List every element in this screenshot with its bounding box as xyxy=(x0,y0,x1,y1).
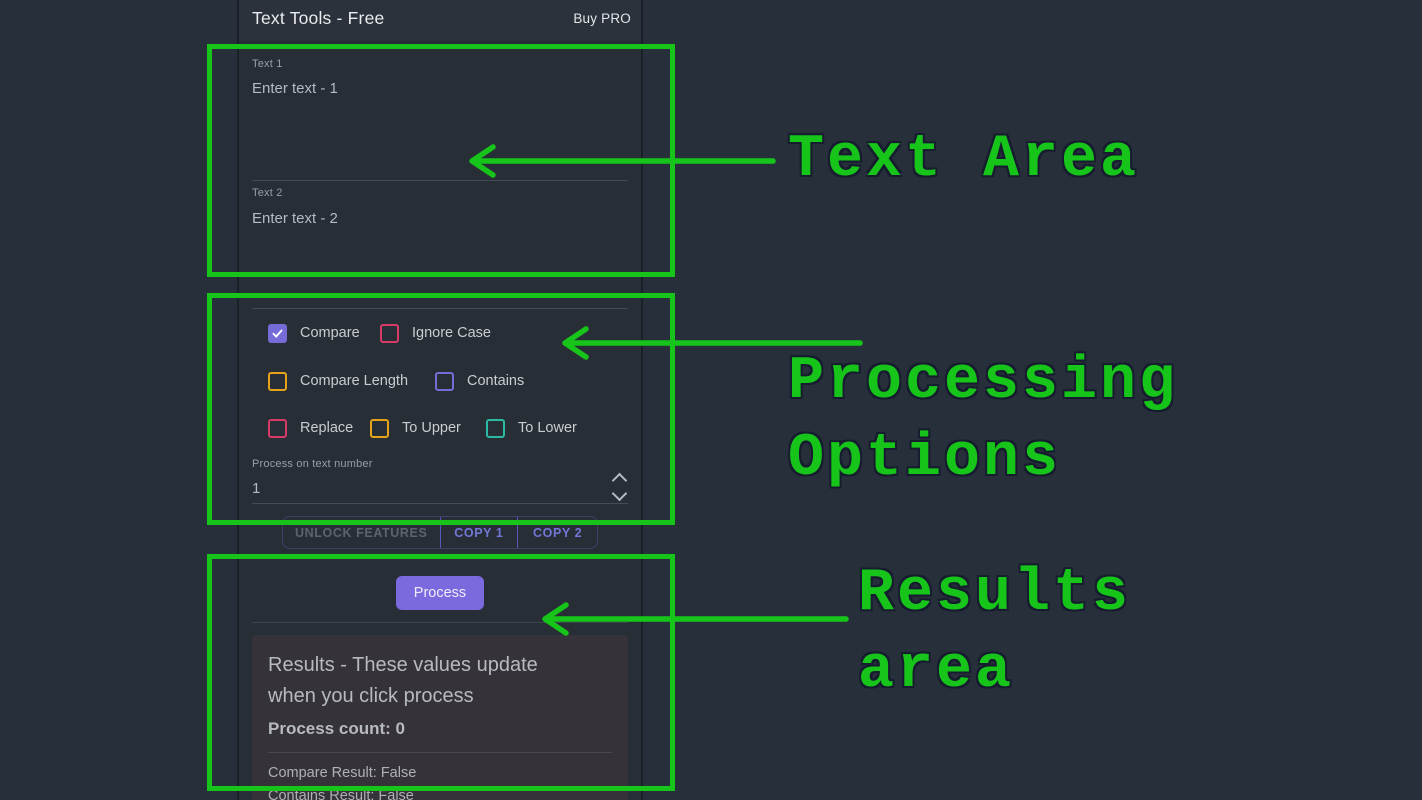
text2-input[interactable]: Enter text - 2 xyxy=(252,210,338,227)
check-icon xyxy=(272,329,283,338)
process-on-input[interactable]: 1 xyxy=(252,480,261,497)
checkbox-replace-label: Replace xyxy=(300,420,354,436)
app-bar: Text Tools - Free Buy PRO xyxy=(239,0,641,41)
results-card: Results - These values update when you cl… xyxy=(252,635,628,800)
compare-result: Compare Result: False xyxy=(268,765,417,781)
checkbox-to-upper-box xyxy=(370,418,389,438)
checkbox-compare-length-label: Compare Length xyxy=(300,373,409,389)
checkbox-compare[interactable]: Compare xyxy=(268,323,360,343)
checkbox-contains-label: Contains xyxy=(467,373,525,389)
text-tools-app: Text Tools - Free Buy PRO Text 1 Enter t… xyxy=(237,0,643,800)
checkbox-ignore-case-label: Ignore Case xyxy=(412,325,491,341)
checkbox-replace[interactable]: Replace xyxy=(268,418,354,438)
unlock-features-button[interactable]: UNLOCK FEATURES xyxy=(283,517,440,548)
process-on-underline xyxy=(252,503,628,504)
annotation-box-processing-options xyxy=(207,293,675,525)
text2-underline xyxy=(252,308,628,309)
buy-pro-button[interactable]: Buy PRO xyxy=(573,11,631,26)
text1-underline xyxy=(252,180,628,181)
annotation-results-line2: area xyxy=(858,637,1015,705)
results-card-divider xyxy=(268,752,612,753)
copy2-button[interactable]: COPY 2 xyxy=(517,517,597,548)
results-section-divider xyxy=(252,622,628,623)
checkbox-compare-label: Compare xyxy=(300,325,360,341)
checkbox-replace-box xyxy=(268,418,287,438)
app-title: Text Tools - Free xyxy=(252,8,385,28)
results-title: Results - These values update when you cl… xyxy=(268,650,612,712)
annotation-box-results-area xyxy=(207,554,675,791)
checkbox-ignore-case-box xyxy=(380,323,399,343)
text1-label: Text 1 xyxy=(252,58,283,70)
checkbox-to-lower[interactable]: To Lower xyxy=(486,418,577,438)
checkbox-to-upper[interactable]: To Upper xyxy=(370,418,461,438)
annotation-arrow-text-area xyxy=(469,144,776,178)
action-button-group: UNLOCK FEATURES COPY 1 COPY 2 xyxy=(282,516,598,549)
annotation-label-results-area: Results area xyxy=(858,556,1131,710)
text2-label: Text 2 xyxy=(252,187,283,199)
checkbox-compare-length-box xyxy=(268,371,287,391)
process-on-label: Process on text number xyxy=(252,458,373,470)
process-button[interactable]: Process xyxy=(396,576,484,610)
annotation-arrow-processing-options xyxy=(562,326,863,360)
checkbox-compare-box xyxy=(268,323,287,343)
checkbox-to-lower-label: To Lower xyxy=(518,420,577,436)
results-title-line1: Results - These values update xyxy=(268,654,538,676)
checkbox-contains-box xyxy=(435,371,454,391)
copy1-button[interactable]: COPY 1 xyxy=(439,517,518,548)
annotation-results-line1: Results xyxy=(858,560,1132,628)
annotation-arrow-results-area xyxy=(542,602,849,636)
annotation-processing-line2: Options xyxy=(788,425,1062,493)
checkbox-to-lower-box xyxy=(486,418,505,438)
text1-input[interactable]: Enter text - 1 xyxy=(252,80,338,97)
annotation-label-text-area: Text Area xyxy=(788,126,1140,194)
checkbox-compare-length[interactable]: Compare Length xyxy=(268,371,409,391)
results-title-line2: when you click process xyxy=(268,685,474,707)
checkbox-ignore-case[interactable]: Ignore Case xyxy=(380,323,491,343)
annotation-processing-line1: Processing xyxy=(788,348,1179,416)
checkbox-contains[interactable]: Contains xyxy=(435,371,525,391)
checkbox-to-upper-label: To Upper xyxy=(402,420,461,436)
process-count: Process count: 0 xyxy=(268,719,405,738)
